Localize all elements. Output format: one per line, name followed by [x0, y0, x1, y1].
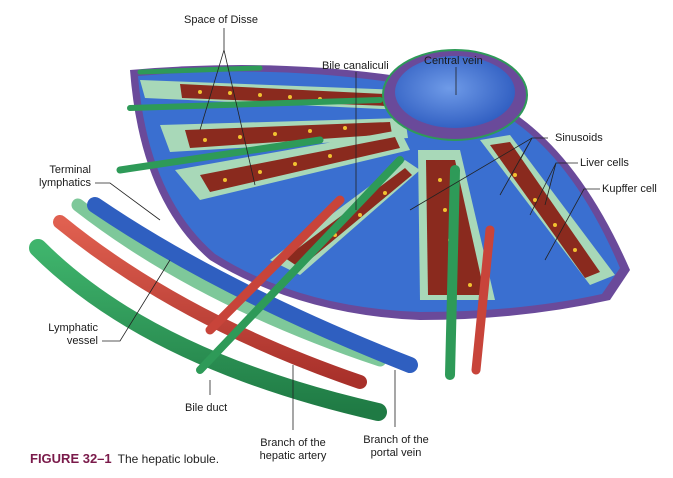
label-hepatic-artery: Branch of the hepatic artery — [250, 437, 336, 463]
label-liver-cells: Liver cells — [580, 157, 629, 169]
figure-caption: FIGURE 32–1 The hepatic lobule. — [30, 451, 219, 466]
label-portal-vein-line1: Branch of the — [363, 434, 429, 446]
figure-number: FIGURE 32–1 — [30, 451, 112, 466]
label-terminal-lymphatics-line2: lymphatics — [39, 177, 91, 189]
label-portal-vein-line2: portal vein — [370, 447, 422, 459]
label-space-of-disse: Space of Disse — [184, 14, 258, 26]
label-bile-canaliculi: Bile canaliculi — [322, 60, 389, 72]
central-vein — [382, 49, 528, 141]
label-terminal-lymphatics: Terminal lymphatics — [36, 164, 91, 190]
label-kupffer-cell: Kupffer cell — [602, 183, 657, 195]
label-terminal-lymphatics-line1: Terminal — [49, 164, 91, 176]
label-hepatic-artery-line2: hepatic artery — [259, 450, 327, 462]
leader-lines — [95, 28, 600, 430]
label-lymphatic-vessel-line2: vessel — [66, 335, 98, 347]
vessels — [29, 65, 495, 421]
label-bile-duct: Bile duct — [185, 402, 228, 414]
label-sinusoids: Sinusoids — [555, 132, 603, 144]
figure-caption-text: The hepatic lobule. — [117, 452, 220, 466]
label-central-vein: Central vein — [424, 55, 483, 67]
label-lymphatic-vessel-line1: Lymphatic — [48, 322, 98, 334]
label-portal-vein: Branch of the portal vein — [354, 434, 438, 460]
label-hepatic-artery-line1: Branch of the — [260, 437, 326, 449]
label-lymphatic-vessel: Lymphatic vessel — [40, 322, 98, 348]
